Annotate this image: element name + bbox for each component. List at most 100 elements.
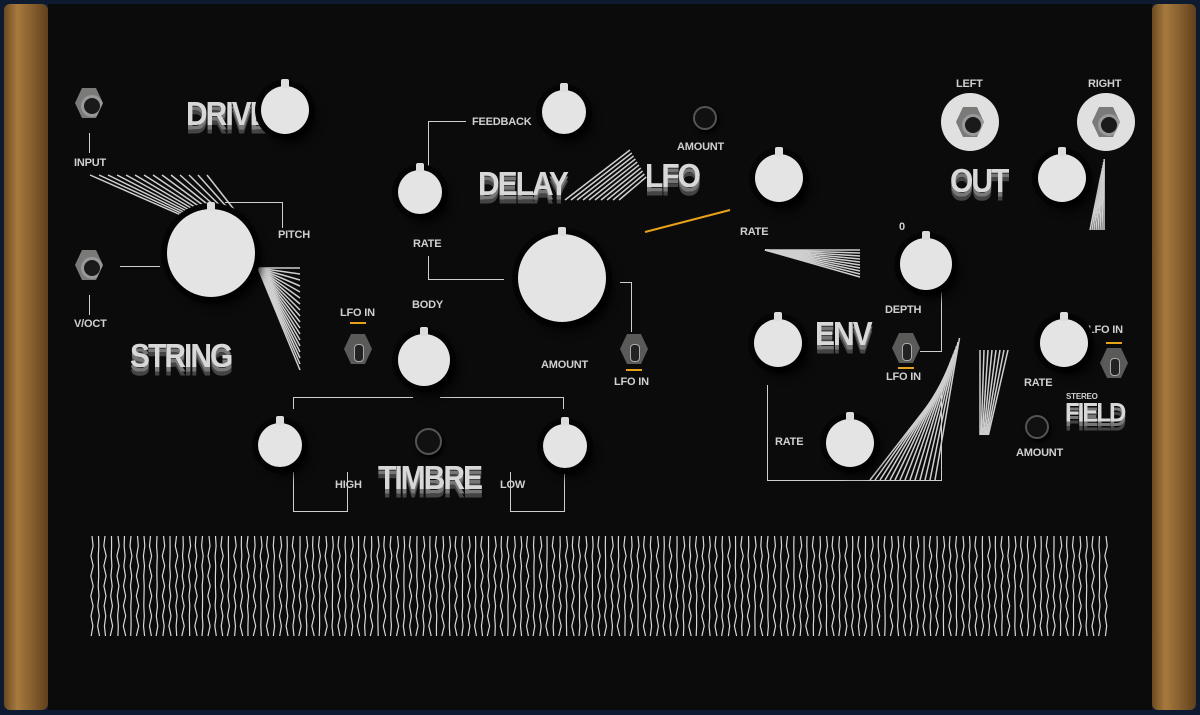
env-rate-knob[interactable]	[826, 412, 874, 467]
string-line	[701, 535, 705, 637]
string-line	[616, 535, 621, 637]
string-line	[980, 535, 985, 637]
hatch-line	[980, 349, 985, 436]
env-depth-knob[interactable]	[900, 231, 952, 290]
string-line	[857, 535, 861, 637]
string-line	[688, 535, 692, 637]
string-line	[395, 535, 400, 637]
delay-rate-knob[interactable]	[398, 163, 442, 214]
string-line	[941, 535, 946, 637]
delay-lfo-in-toggle[interactable]	[620, 334, 648, 364]
string-line	[226, 535, 231, 637]
delay-amount-knob[interactable]	[518, 227, 606, 322]
string-line	[155, 535, 159, 637]
drive-title: DRIVE	[186, 96, 270, 133]
string-line	[1006, 535, 1011, 637]
string-line	[291, 535, 296, 637]
stereo-rate-knob[interactable]	[1040, 312, 1088, 367]
env-lfo-in-label: LFO IN	[886, 371, 921, 383]
string-line	[662, 535, 666, 637]
string-line	[421, 535, 426, 637]
env-lfo-indicator	[898, 367, 914, 369]
string-line	[441, 535, 445, 637]
stereo-amount-knob[interactable]	[1025, 415, 1049, 439]
string-line	[135, 535, 140, 637]
env-lfo-in-toggle[interactable]	[892, 333, 920, 363]
lfo-amount-label: AMOUNT	[677, 141, 725, 153]
hatch-line	[570, 152, 633, 201]
string-line	[428, 535, 432, 637]
string-line	[863, 536, 868, 637]
line	[920, 290, 942, 352]
hatch-line	[257, 267, 301, 287]
out-title: OUT	[950, 163, 1009, 200]
string-line	[239, 535, 244, 637]
body-label: BODY	[412, 299, 443, 311]
out-left-label: LEFT	[956, 78, 983, 90]
drive-knob[interactable]	[261, 79, 309, 134]
string-line	[344, 535, 347, 637]
string-line	[168, 535, 172, 637]
hatch-line	[909, 357, 953, 481]
string-line	[220, 535, 224, 637]
stereo-rate-label: RATE	[1024, 377, 1053, 389]
line	[767, 385, 942, 481]
hatch-line	[929, 341, 959, 481]
string-line	[538, 535, 543, 637]
pitch-knob[interactable]	[167, 202, 255, 297]
env-attack-knob[interactable]	[754, 312, 802, 367]
string-line	[356, 535, 361, 637]
env-title: ENV	[815, 316, 873, 353]
string-line	[1026, 535, 1030, 637]
string-line	[90, 535, 94, 637]
timbre-high-knob[interactable]	[258, 416, 302, 467]
lfo-amount-knob[interactable]	[693, 106, 717, 130]
string-line	[993, 535, 998, 637]
out-left-jack[interactable]	[956, 107, 984, 137]
string-line	[434, 535, 439, 637]
string-line	[142, 535, 146, 637]
env-zero-label: 0	[899, 221, 905, 233]
hatch-line	[982, 349, 993, 436]
body-knob[interactable]	[398, 327, 450, 386]
string-line	[1058, 535, 1063, 637]
string-line	[824, 535, 829, 637]
delay-feedback-knob[interactable]	[542, 83, 586, 134]
string-line	[194, 535, 198, 637]
timbre-knob[interactable]	[415, 428, 442, 455]
hatch-line	[904, 361, 952, 481]
timbre-low-knob[interactable]	[543, 417, 587, 468]
string-line	[928, 535, 933, 637]
string-line	[512, 535, 517, 637]
string-line	[708, 535, 711, 637]
out-volume-knob[interactable]	[1038, 147, 1086, 202]
string-line	[1000, 535, 1004, 637]
hatch-line	[588, 161, 638, 201]
string-line	[499, 535, 504, 637]
body-lfo-in-label: LFO IN	[340, 307, 375, 319]
string-line	[304, 535, 309, 637]
string-line	[116, 535, 120, 637]
line	[120, 266, 160, 267]
string-line	[461, 535, 464, 637]
string-line	[148, 535, 153, 637]
string-line	[766, 535, 770, 637]
string-line	[603, 535, 608, 637]
string-line	[415, 535, 419, 637]
string-line	[1032, 535, 1037, 637]
string-line	[655, 535, 660, 637]
string-line	[246, 535, 250, 637]
string-line	[122, 535, 127, 637]
body-lfo-indicator	[350, 322, 366, 324]
delay-rate-label: RATE	[413, 238, 442, 250]
delay-amount-label: AMOUNT	[541, 359, 589, 371]
string-line	[948, 535, 952, 637]
lfo-rate-knob[interactable]	[755, 147, 803, 202]
hatch-line	[984, 349, 997, 436]
env-depth-label: DEPTH	[885, 304, 922, 316]
string-line	[467, 535, 471, 637]
string-line	[1019, 535, 1024, 637]
hatch-line	[582, 158, 636, 201]
string-line	[714, 535, 718, 637]
stereo-lfo-in-label: LFO IN	[1088, 324, 1123, 336]
